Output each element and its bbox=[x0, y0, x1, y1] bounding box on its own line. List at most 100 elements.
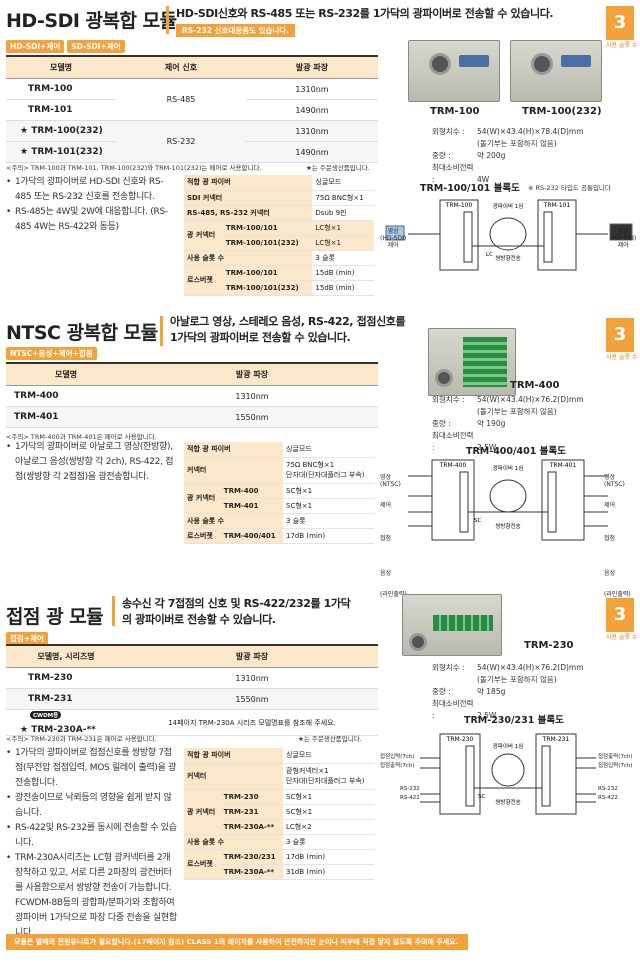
section-description: 송수신 각 7접점의 신호 및 RS-422/232를 1가닥의 광파이버로 전… bbox=[122, 597, 351, 626]
section-title: 접점 광 모듈 bbox=[6, 606, 104, 628]
diagram-title: TRM-100/101 블록도 bbox=[420, 183, 520, 194]
diagram-right-label: 영상 (HD-SDI) 제어 bbox=[610, 228, 637, 249]
model-name: TRM-230 bbox=[6, 667, 126, 689]
model-name: TRM-101 bbox=[6, 99, 116, 121]
table-row: TRM-230 1310nm bbox=[6, 667, 378, 689]
feature-list: 1가닥의 광파이버로 접점신호를 쌍방향 7접점(무전압 접점입력, MOS 릴… bbox=[6, 746, 178, 941]
product-specs: 외형치수 :54(W)×43.4(H)×76.2(D)mm (돌기부는 포함하지… bbox=[432, 395, 584, 452]
list-item: 1가닥의 광파이버로 접점신호를 쌍방향 7접점(무전압 접점입력, MOS 릴… bbox=[6, 746, 178, 791]
product-specs: 외형치수 :54(W)×43.4(H)×76.2(D)mm (돌기부는 포함하지… bbox=[432, 663, 584, 720]
diagram-right-label: 접점출력(7ch) 접점입력(7ch) RS-232 RS-422 bbox=[598, 754, 633, 801]
feature-list: 1가닥의 광파이버로 HD-SDI 신호와 RS-485 또는 RS-232 신… bbox=[6, 175, 178, 235]
section-title: HD-SDI 광복합 모듈 bbox=[6, 10, 177, 32]
svg-text:쌍방향전송: 쌍방향전송 bbox=[495, 522, 520, 530]
tag-group: 접점+제어 bbox=[6, 632, 51, 645]
col-header: 발광 파장 bbox=[246, 55, 378, 79]
table-note: <주의> TRM-230과 TRM-231은 페어로 사용합니다. bbox=[6, 735, 157, 743]
divider bbox=[112, 596, 115, 626]
wavelength: 1310nm bbox=[126, 385, 378, 407]
product-label: TRM-400 bbox=[510, 380, 560, 391]
wavelength: 1550nm bbox=[126, 406, 378, 428]
table-row: ★ TRM-100(232) RS-232 1310nm bbox=[6, 120, 378, 163]
tag: HD-SDI+제어 bbox=[6, 40, 65, 53]
tag: NTSC+음성+제어+접점 bbox=[6, 347, 97, 360]
list-item: 광전송이므로 낙뢰등의 영향을 쉽게 받지 않습니다. bbox=[6, 791, 178, 821]
table-row: CWDM용 ★ TRM-230A-** 14페이지 TRM-230A 시리즈 모… bbox=[6, 709, 378, 736]
model-name: TRM-400 bbox=[6, 385, 126, 407]
wavelength: 1490nm bbox=[246, 99, 378, 121]
diagram-left-label: 접점입력(7ch) 접점출력(7ch) RS-232 RS-422 bbox=[380, 754, 420, 801]
subnote: RS-232 신호대응품도 있습니다. bbox=[176, 24, 296, 37]
cwdm-badge: CWDM용 bbox=[30, 711, 62, 719]
table-row: TRM-401 1550nm bbox=[6, 406, 378, 428]
model-name: TRM-401 bbox=[6, 406, 126, 428]
table-note: <주의> TRM-100과 TRM-101, TRM-100(232)와 TRM… bbox=[6, 164, 262, 172]
feature-list: 1가닥의 광파이버로 아날로그 영상(한방향), 아날로그 음성(쌍방향 각 2… bbox=[6, 440, 178, 485]
block-diagram: TRM-100 TRM-101 광파이버 1심 쌍방향전송 LC bbox=[385, 199, 633, 271]
product-label: TRM-100(232) bbox=[522, 106, 602, 117]
svg-text:쌍방향전송: 쌍방향전송 bbox=[495, 798, 520, 806]
wavelength: 1490nm bbox=[246, 141, 378, 163]
section-description: HD-SDI신호와 RS-485 또는 RS-232를 1가닥의 광파이버로 전… bbox=[176, 7, 554, 20]
signal-cell: RS-232 bbox=[116, 120, 246, 163]
wavelength: 1310nm bbox=[126, 667, 378, 689]
table-note: <주의> TRM-400과 TRM-401은 페어로 사용합니다. bbox=[6, 433, 157, 441]
tag-group: NTSC+음성+제어+접점 bbox=[6, 347, 100, 360]
col-header: 모델명 bbox=[6, 55, 116, 79]
col-header: 모델명, 시리즈명 bbox=[6, 644, 126, 668]
table-row: TRM-400 1310nm bbox=[6, 385, 378, 407]
tag: SD-SDI+제어 bbox=[67, 40, 125, 53]
col-header: 발광 파장 bbox=[126, 644, 378, 668]
product-image bbox=[402, 594, 502, 656]
order-note: ★는 주문생산품입니다. bbox=[306, 164, 370, 172]
svg-text:LC: LC bbox=[486, 252, 493, 258]
divider bbox=[160, 316, 163, 346]
col-header: 모델명 bbox=[6, 362, 126, 386]
diagram-title: TRM-400/401 블록도 bbox=[466, 446, 566, 457]
table-row: TRM-231 1550nm bbox=[6, 688, 378, 710]
diagram-left-label: 영상 (NTSC) 제어 접점 음성 (라인출력) bbox=[380, 474, 407, 598]
section-title: NTSC 광복합 모듈 bbox=[6, 322, 158, 344]
list-item: RS-422및 RS-232를 동시에 전송할 수 있습니다. bbox=[6, 821, 178, 851]
model-name: ★ TRM-101(232) bbox=[6, 141, 116, 163]
product-label: TRM-230 bbox=[524, 640, 574, 651]
signal-cell: RS-485 bbox=[116, 78, 246, 121]
slot-badge: 3 사용 슬롯 수 bbox=[606, 598, 637, 641]
diagram-right-label: 영상 (NTSC) 제어 접점 음성 (라인출력) bbox=[604, 474, 631, 598]
model-name: TRM-100 bbox=[6, 78, 116, 100]
list-item: 1가닥의 광파이버로 HD-SDI 신호와 RS-485 또는 RS-232 신… bbox=[6, 175, 178, 205]
tag: 접점+제어 bbox=[6, 632, 48, 645]
svg-text:TRM-230: TRM-230 bbox=[446, 736, 474, 743]
order-note: ★는 주문생산품입니다. bbox=[298, 735, 362, 743]
wavelength: 1310nm bbox=[246, 120, 378, 142]
wavelength: 1550nm bbox=[126, 688, 378, 710]
svg-text:TRM-400: TRM-400 bbox=[439, 462, 467, 469]
diagram-title: TRM-230/231 블록도 bbox=[464, 715, 564, 726]
wavelength: 1310nm bbox=[246, 78, 378, 100]
svg-text:광파이버 1심: 광파이버 1심 bbox=[493, 202, 524, 210]
model-name: CWDM용 ★ TRM-230A-** bbox=[6, 709, 126, 736]
model-name: ★ TRM-100(232) bbox=[6, 120, 116, 142]
table-row: ★ TRM-101(232) 1490nm bbox=[6, 141, 378, 163]
model-table: 모델명 제어 신호 발광 파장 TRM-100 RS-485 1310nm TR… bbox=[6, 55, 378, 163]
section-description: 아날로그 영상, 스테레오 음성, RS-422, 접점신호를 1가닥의 광파이… bbox=[170, 315, 406, 344]
block-diagram: TRM-400 TRM-401 광파이버 1심 쌍방향전송 SC bbox=[408, 459, 608, 541]
col-header: 제어 신호 bbox=[116, 55, 246, 79]
slot-badge: 3 사용 슬롯 수 bbox=[606, 318, 637, 361]
svg-text:광파이버 1심: 광파이버 1심 bbox=[493, 464, 524, 472]
model-table: 모델명, 시리즈명 발광 파장 TRM-230 1310nm TRM-231 1… bbox=[6, 644, 378, 736]
table-row: TRM-100 RS-485 1310nm bbox=[6, 78, 378, 121]
svg-text:TRM-100: TRM-100 bbox=[445, 202, 473, 209]
footer-note: 모듈은 별매의 전원유니트가 필요합니다.(17페이지 참조) CLASS 1의… bbox=[6, 934, 468, 950]
svg-text:TRM-401: TRM-401 bbox=[549, 462, 577, 469]
model-name: TRM-231 bbox=[6, 688, 126, 710]
wavelength: 14페이지 TRM-230A 시리즈 모델명표를 참조해 주세요. bbox=[126, 709, 378, 736]
model-table: 모델명 발광 파장 TRM-400 1310nm TRM-401 1550nm bbox=[6, 362, 378, 428]
svg-text:광파이버 1심: 광파이버 1심 bbox=[493, 742, 524, 750]
diagram-left-label: 영상 (HD-SDI) 제어 bbox=[380, 228, 407, 249]
product-label: TRM-100 bbox=[430, 106, 480, 117]
product-specs: 외형치수 :54(W)×43.4(H)×78.4(D)mm (돌기부는 포함하지… bbox=[432, 127, 584, 184]
list-item: 1가닥의 광파이버로 아날로그 영상(한방향), 아날로그 음성(쌍방향 각 2… bbox=[6, 440, 178, 485]
